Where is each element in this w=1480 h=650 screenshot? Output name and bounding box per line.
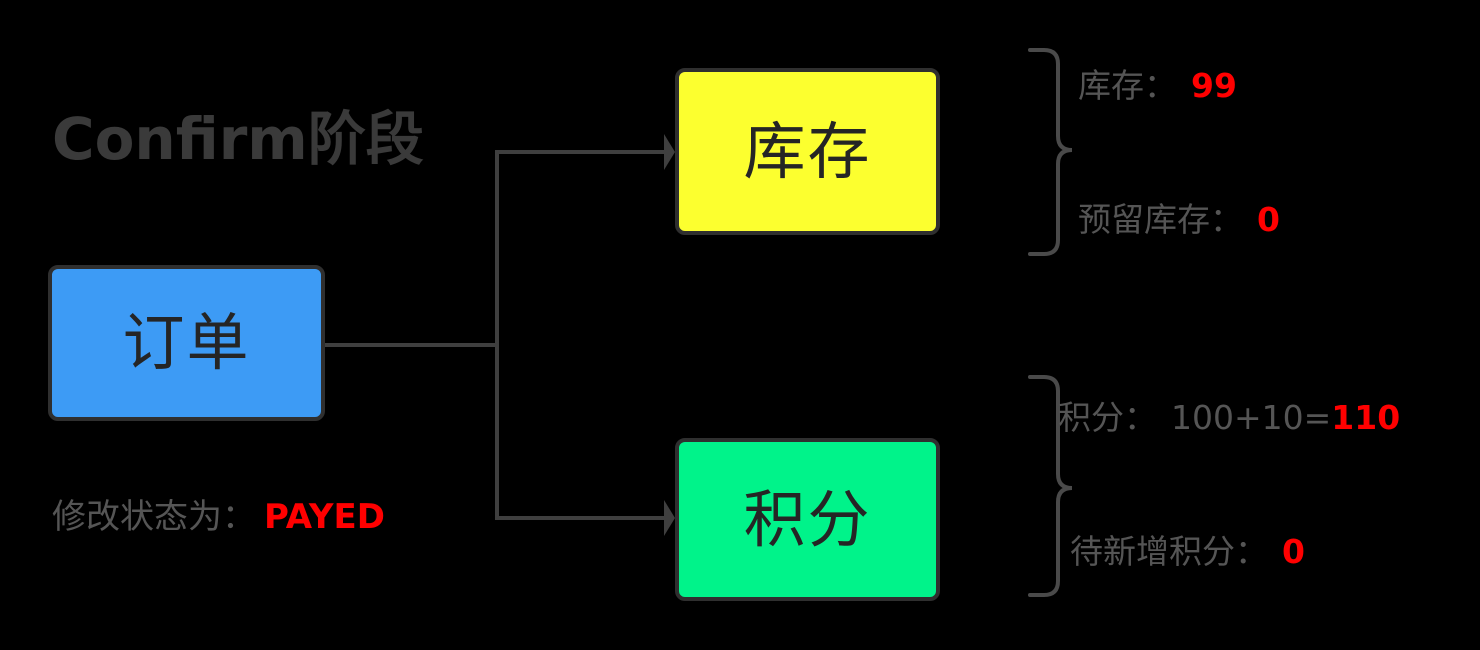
node-order-label: 订单: [122, 306, 251, 379]
annotation-points-expression: 100+10=: [1171, 398, 1332, 437]
connector-order-to-points: [495, 345, 664, 520]
annotation-points-pending: 待新增积分： 0: [1070, 532, 1305, 572]
node-points-label: 积分: [743, 482, 872, 556]
node-stock[interactable]: 库存: [675, 68, 940, 235]
node-stock-label: 库存: [743, 114, 872, 188]
annotation-points-label: 积分：: [1058, 398, 1157, 437]
annotation-stock-reserved-label: 预留库存：: [1078, 200, 1243, 239]
annotation-stock-reserved-value: 0: [1257, 200, 1280, 239]
status-note: 修改状态为：PAYED: [52, 497, 385, 538]
page-title: Confirm阶段: [52, 105, 424, 173]
arrowhead-stock: [664, 134, 675, 170]
annotation-stock: 库存： 99: [1078, 66, 1237, 106]
status-note-value: PAYED: [264, 497, 385, 537]
annotation-points-value: 110: [1331, 398, 1401, 437]
annotation-points: 积分： 100+10=110: [1058, 398, 1400, 438]
node-points[interactable]: 积分: [675, 438, 940, 601]
node-order[interactable]: 订单: [48, 265, 325, 421]
brace-points: [1028, 375, 1073, 597]
connector-order-to-stock: [495, 150, 664, 345]
annotation-points-pending-label: 待新增积分：: [1070, 532, 1268, 571]
arrowhead-points: [664, 500, 675, 536]
brace-stock: [1028, 48, 1073, 256]
annotation-stock-value: 99: [1191, 66, 1237, 105]
status-note-label: 修改状态为：: [52, 497, 256, 537]
annotation-stock-label: 库存：: [1078, 66, 1177, 105]
annotation-stock-reserved: 预留库存： 0: [1078, 200, 1280, 240]
annotation-points-pending-value: 0: [1282, 532, 1305, 571]
